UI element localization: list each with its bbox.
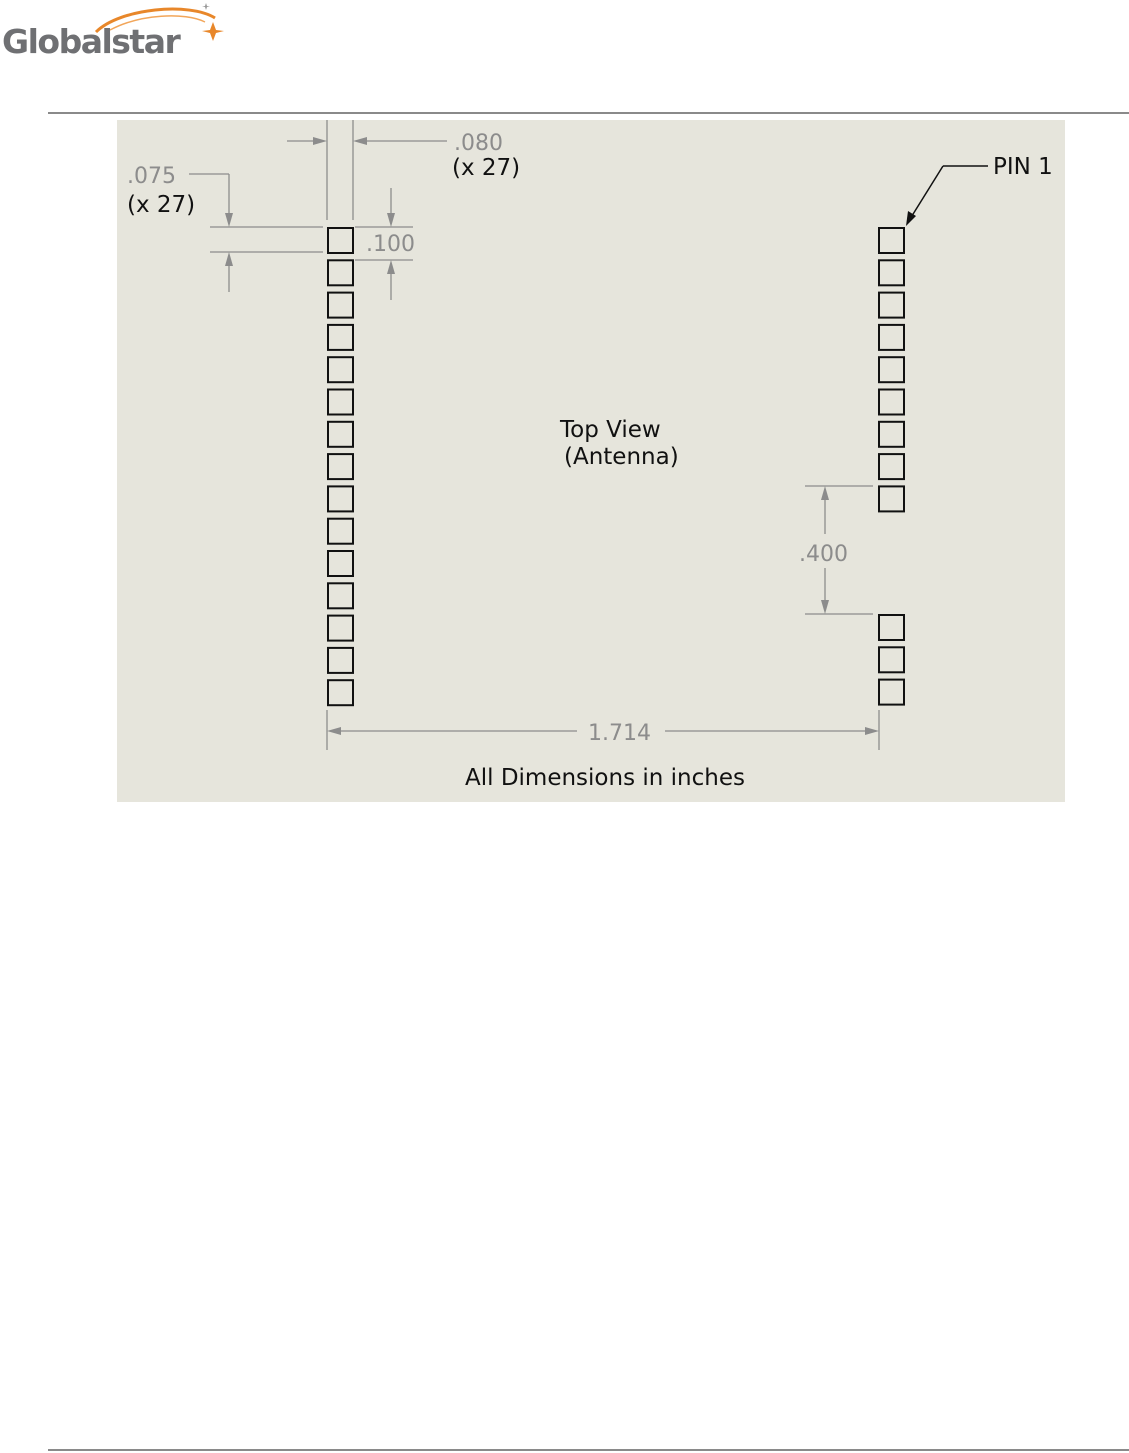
right-pad [879,228,904,253]
left-pad [328,390,353,415]
view-subtitle: (Antenna) [564,444,679,470]
left-pad [328,616,353,641]
pitch-dimension: .100 [355,188,415,300]
logo-text: Globalstar [2,22,179,61]
right-pad [879,680,904,705]
pin1-callout: PIN 1 [906,154,1053,226]
left-pad [328,228,353,253]
units-note: All Dimensions in inches [465,765,745,791]
right-pad [879,615,904,640]
right-pad [879,454,904,479]
left-pad [328,260,353,285]
pad-height-dimension: .075 (x 27) [127,164,323,292]
pitch-label: .100 [366,232,415,257]
left-pad [328,486,353,511]
view-title: Top View [559,417,661,443]
left-pad [328,422,353,447]
span-label: 1.714 [588,721,651,746]
gap-dimension: .400 [799,486,873,614]
right-pad [879,422,904,447]
right-pad-column [879,228,904,705]
left-pad [328,680,353,705]
left-pad [328,583,353,608]
globalstar-logo: Globalstar [0,0,240,62]
right-pad [879,260,904,285]
right-pad [879,390,904,415]
pad-width-label: .080 [454,131,503,156]
left-pad [328,519,353,544]
pad-height-count: (x 27) [127,192,195,218]
left-pad [328,325,353,350]
footer-divider [48,1449,1129,1451]
right-pad [879,486,904,511]
gap-label: .400 [799,542,848,567]
footprint-drawing: .080 (x 27) .075 (x 27) .100 [117,120,1065,802]
left-pad [328,454,353,479]
left-pad [328,293,353,318]
left-pad [328,551,353,576]
pad-height-label: .075 [127,164,176,189]
header-divider [48,112,1129,114]
right-pad [879,647,904,672]
left-pad-column [328,228,353,705]
pad-width-dimension: .080 (x 27) [287,120,520,220]
pin1-label: PIN 1 [993,154,1053,180]
right-pad [879,293,904,318]
left-pad [328,357,353,382]
pad-width-count: (x 27) [452,155,520,181]
right-pad [879,325,904,350]
footprint-drawing-svg: .080 (x 27) .075 (x 27) .100 [117,120,1065,802]
span-dimension: 1.714 [327,710,879,750]
right-pad [879,357,904,382]
left-pad [328,648,353,673]
